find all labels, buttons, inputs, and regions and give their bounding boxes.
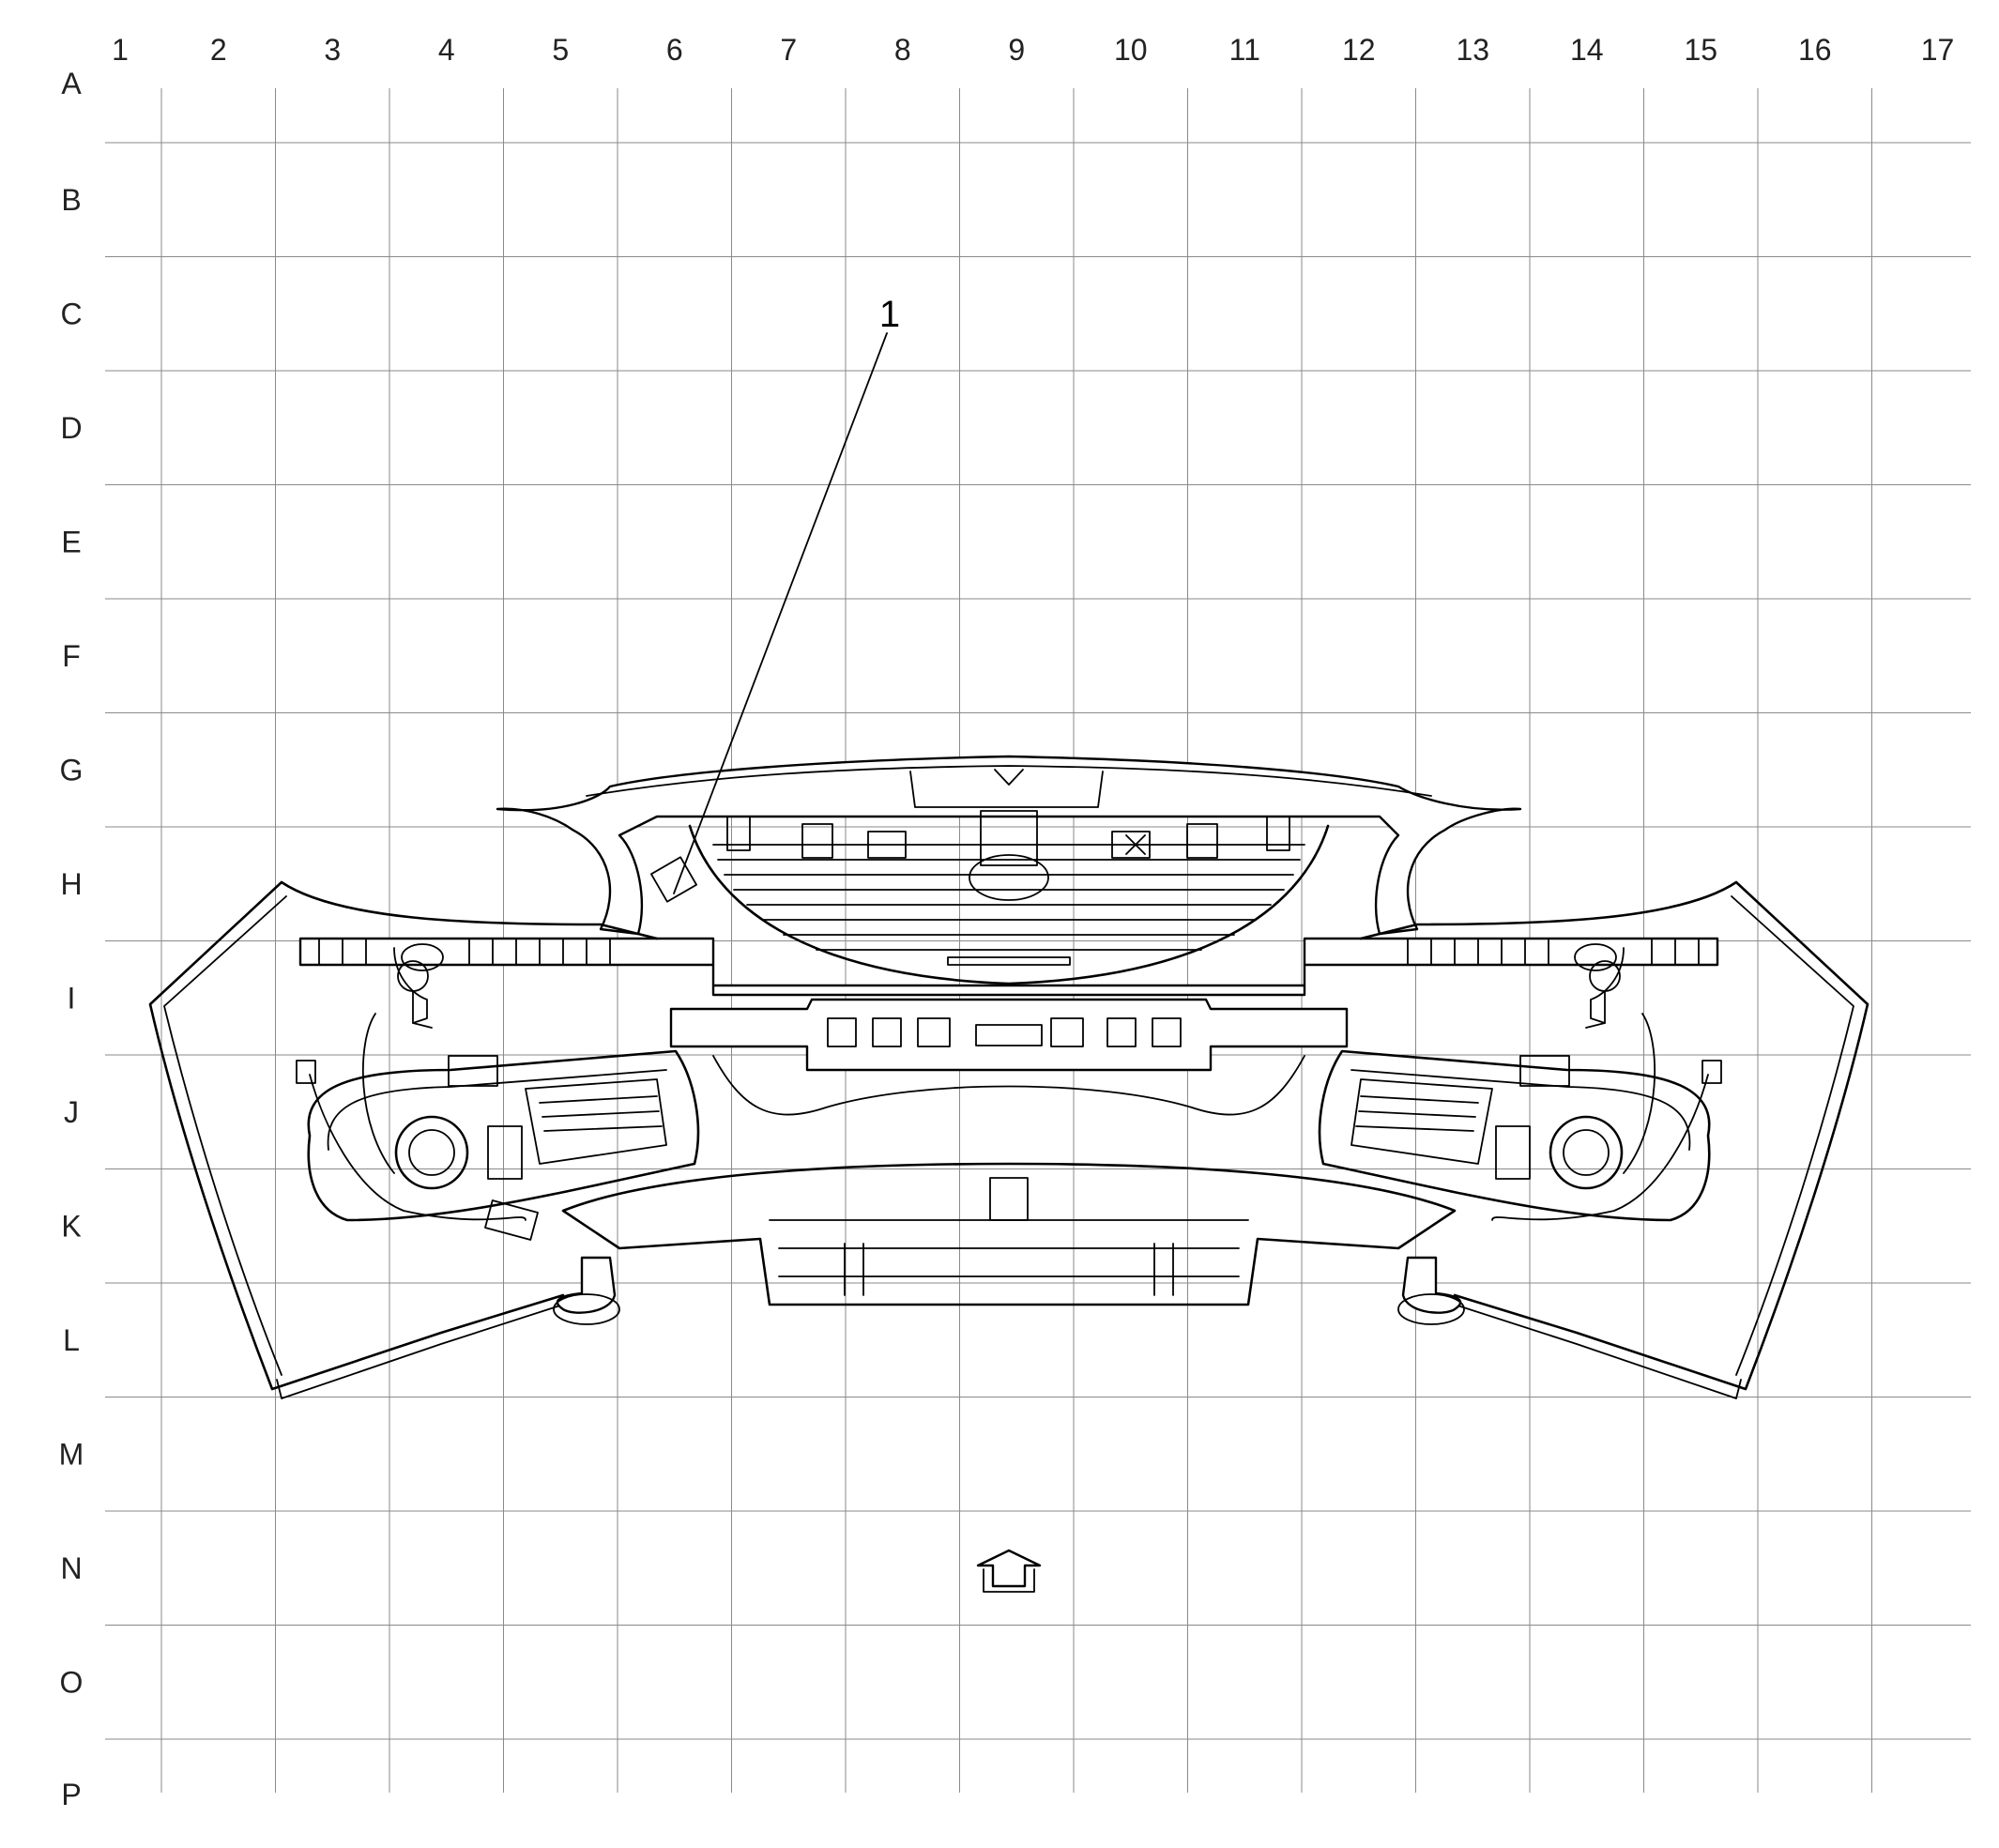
wiring-harness <box>309 1013 1709 1221</box>
lower-fastener-left <box>556 1256 617 1314</box>
grille <box>688 824 1330 985</box>
grid-column-label: 8 <box>894 33 911 67</box>
grid-column-label: 14 <box>1570 33 1604 67</box>
grid-row-label: K <box>61 1209 81 1243</box>
grid-row-label: G <box>60 753 84 787</box>
grid-column-label: 7 <box>780 33 797 67</box>
grid-row-label: L <box>63 1323 80 1357</box>
grid-column-label: 10 <box>1114 33 1148 67</box>
grid-column-label: 13 <box>1456 33 1489 67</box>
grid-row-label: M <box>59 1437 84 1471</box>
grid-column-label: 9 <box>1008 33 1025 67</box>
grid-column-label: 2 <box>210 33 227 67</box>
grid-column-label: 12 <box>1342 33 1376 67</box>
upper-cross-bar <box>298 937 1719 997</box>
grid-column-label: 16 <box>1798 33 1832 67</box>
lower-valance <box>561 1162 1457 1306</box>
grid-column-label: 6 <box>666 33 683 67</box>
grid-row-label: C <box>60 297 82 330</box>
lower-fastener-right <box>1401 1256 1462 1314</box>
callout-1-leader <box>673 332 888 894</box>
callout-1-label: 1 <box>879 294 900 335</box>
grid-row-label: N <box>60 1551 82 1585</box>
fog-lamp-housing-right <box>1318 1049 1711 1222</box>
grid-row-label: H <box>60 867 82 901</box>
grid-row-label: J <box>64 1095 79 1129</box>
grid-row-label: D <box>60 411 82 445</box>
fog-lamp-right <box>1549 1115 1624 1190</box>
upper-grille-shroud <box>496 755 1522 936</box>
grid-column-label: 4 <box>438 33 455 67</box>
grid-column-label: 17 <box>1921 33 1955 67</box>
grid-row-label: P <box>61 1778 81 1811</box>
grid-column-label: 5 <box>552 33 569 67</box>
center-bracket <box>669 998 1349 1072</box>
row-labels: A B C D E F G H I J K L M N O P <box>59 67 84 1811</box>
grid-row-label: I <box>68 981 76 1015</box>
front-bumper-assembly <box>148 755 1869 1399</box>
grid-column-label: 1 <box>112 33 129 67</box>
grid-row-label: O <box>60 1665 84 1699</box>
grid-column-label: 3 <box>324 33 341 67</box>
grid-row-label: F <box>62 639 81 673</box>
fog-lamp-housing-left <box>307 1049 700 1222</box>
grid-row-label: B <box>61 183 81 217</box>
bumper-fascia <box>148 880 1869 1391</box>
fog-lamp-left <box>394 1115 469 1190</box>
callout-1: 1 <box>673 294 900 894</box>
grid-row-label: A <box>61 67 82 100</box>
grid-column-label: 15 <box>1684 33 1717 67</box>
grid-row-label: E <box>61 525 81 558</box>
grid-column-label: 11 <box>1229 33 1260 67</box>
view-direction-arrow-icon <box>976 1549 1042 1593</box>
